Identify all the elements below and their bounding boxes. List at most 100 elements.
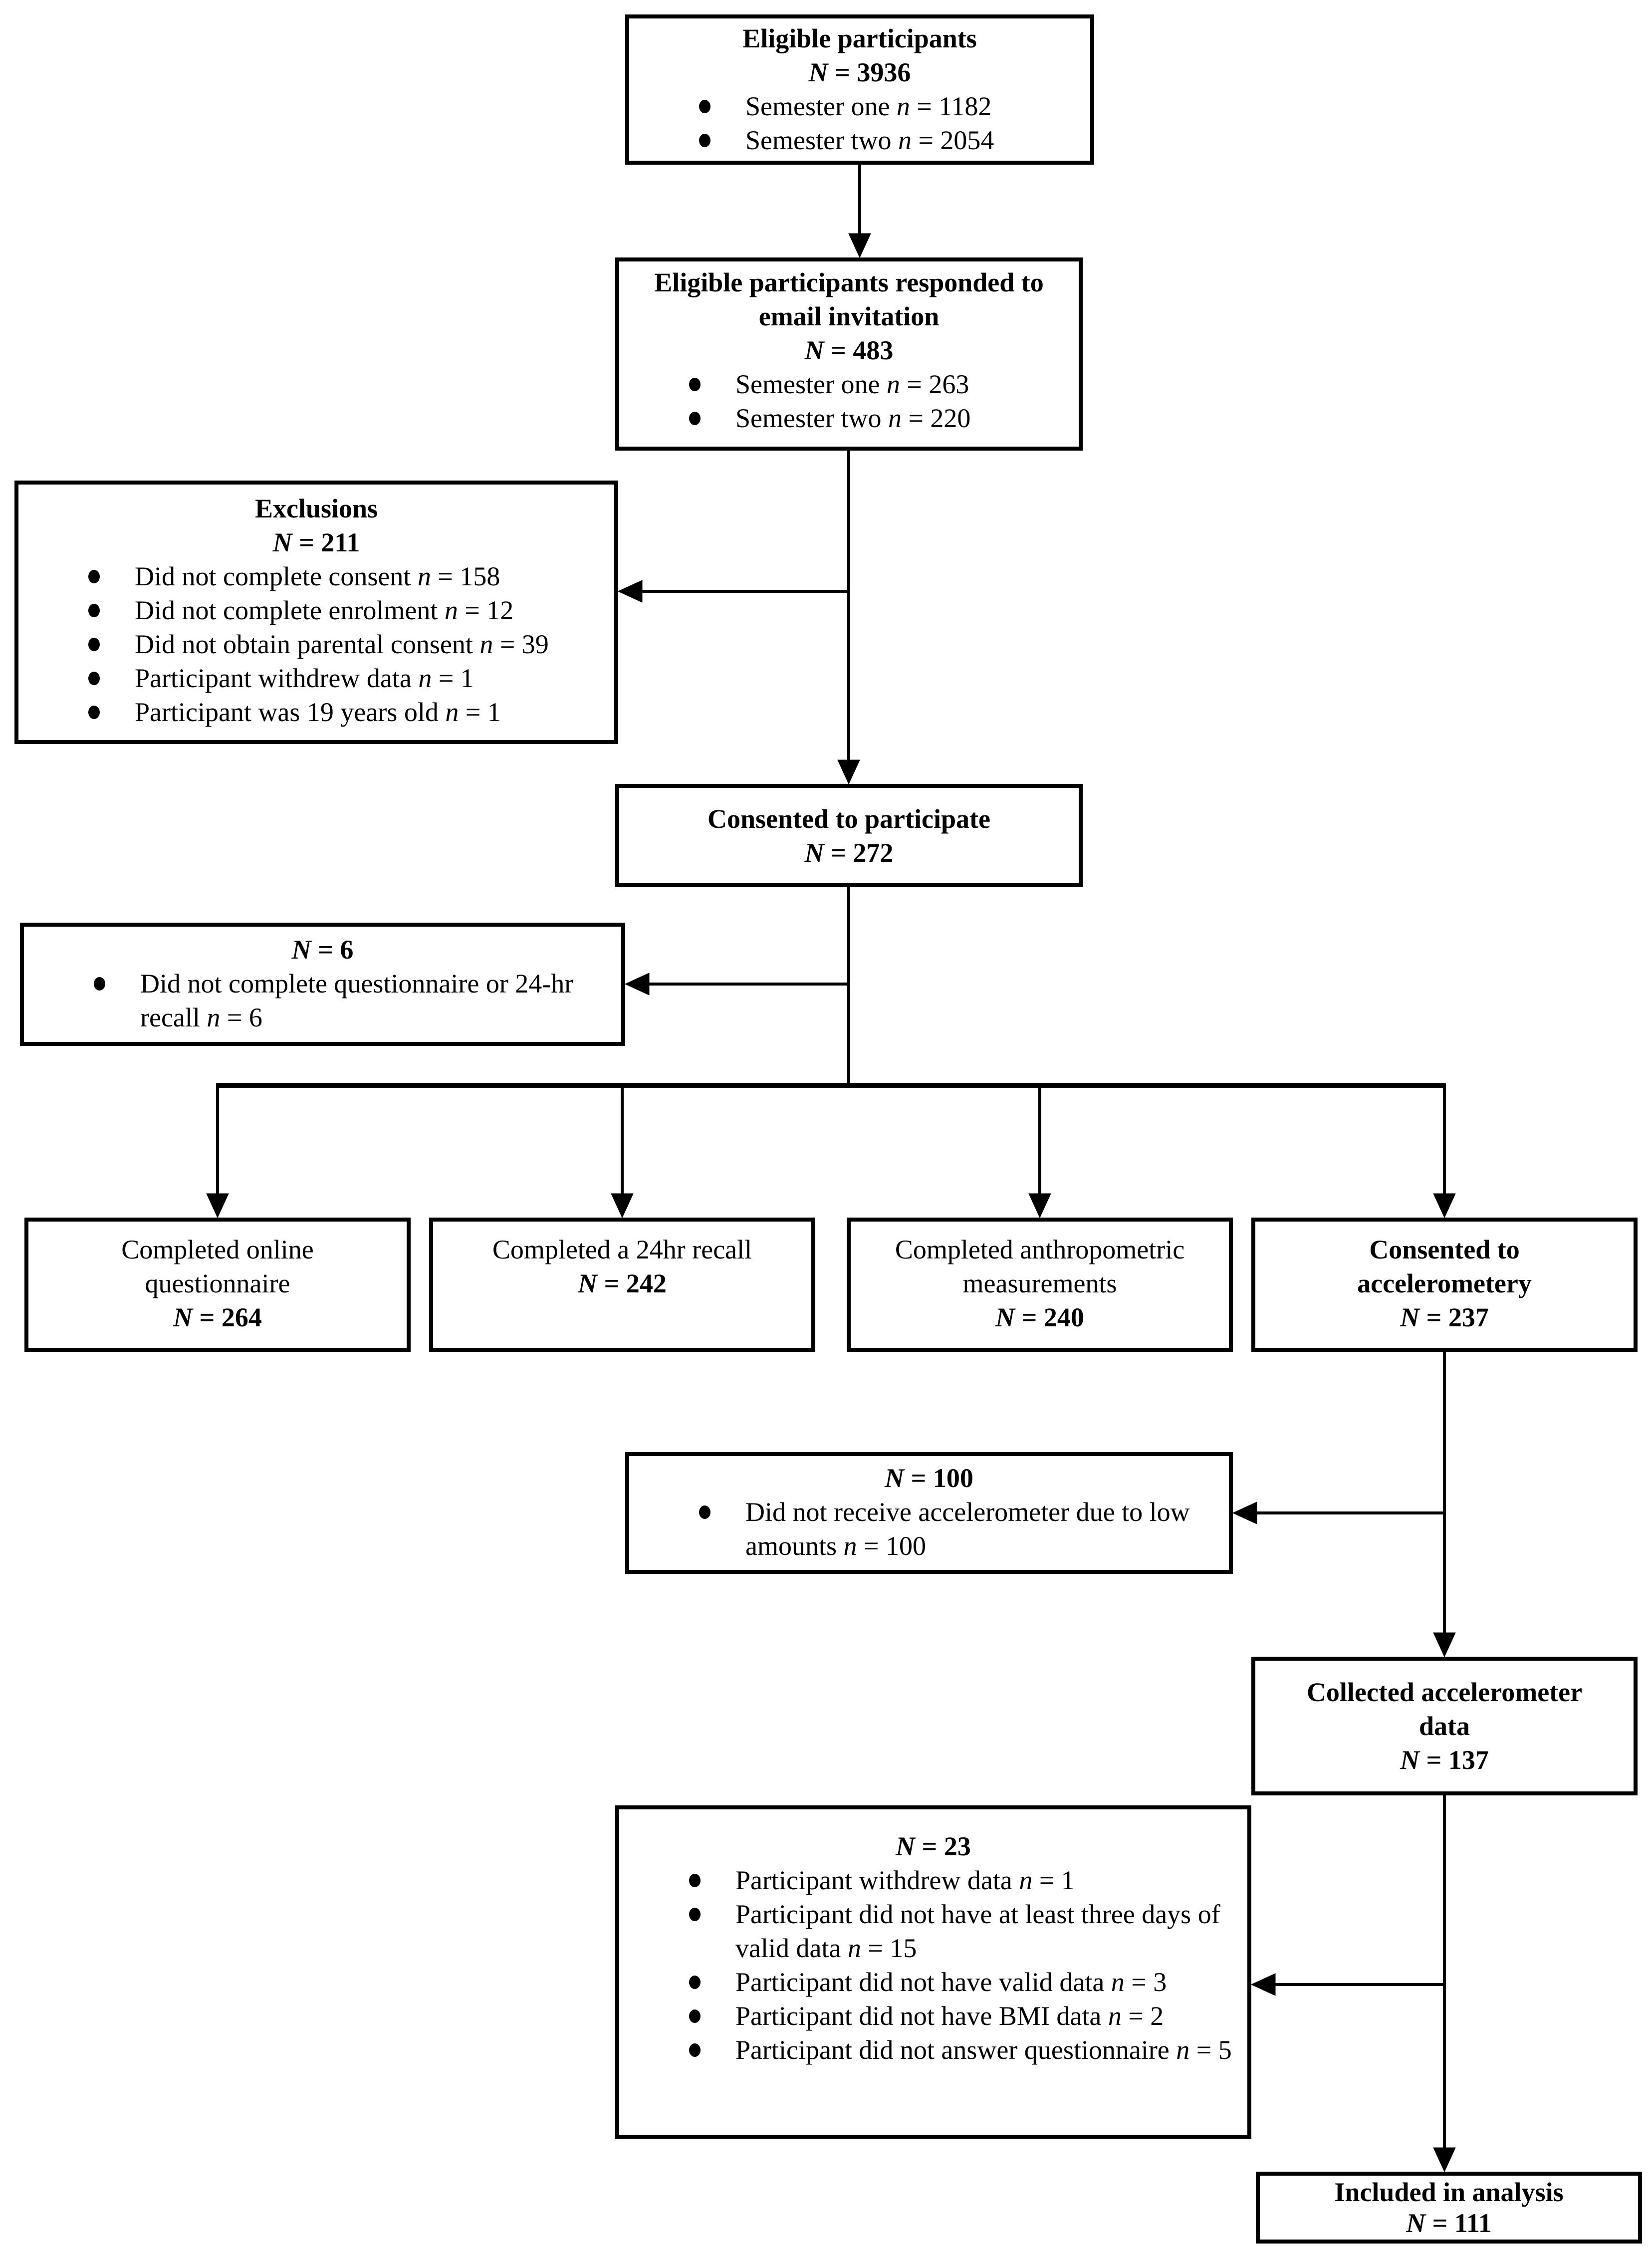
n-symbol: n <box>207 1002 221 1032</box>
arrowhead <box>848 233 871 258</box>
n-value: = 2054 <box>911 125 994 155</box>
bullet-dot <box>689 412 701 425</box>
arrowhead <box>624 973 650 996</box>
bullet-text-segment: Semester one <box>745 91 897 121</box>
bullet-item: Did not receive accelerometer due to low… <box>629 1495 1229 1563</box>
n-count: N = 111 <box>1260 2208 1638 2239</box>
bullet-text: Did not obtain parental consent n = 39 <box>135 627 549 661</box>
box-title: Collected accelerometer <box>1306 1677 1583 1707</box>
bullet-item: Semester two n = 2054 <box>629 123 1090 157</box>
box-eligible-participants: Eligible participants N = 3936 Semester … <box>625 14 1094 165</box>
bullet-dot <box>699 134 710 147</box>
box-consented-participate: Consented to participate N = 272 <box>615 784 1083 887</box>
n-symbol: N <box>1406 2208 1426 2238</box>
bullet-item: Participant did not have valid data n = … <box>619 1965 1247 1999</box>
n-symbol: n <box>479 629 493 659</box>
bullet-item: Semester two n = 220 <box>619 401 1079 435</box>
n-symbol: N <box>804 837 824 868</box>
box-completed-questionnaire: Completed online questionnaire N = 264 <box>24 1218 411 1352</box>
n-value: = 5 <box>1189 2035 1232 2065</box>
box-title: Completed online <box>121 1235 314 1264</box>
bullet-text-segment: Participant did not have BMI data <box>735 2001 1108 2031</box>
n-symbol: n <box>886 369 900 399</box>
n-symbol: n <box>1176 2035 1190 2065</box>
bullet-dot <box>689 378 701 391</box>
n-value: = 1182 <box>910 91 992 121</box>
box-title: Consented to <box>1369 1235 1520 1264</box>
bullet-text: Did not complete questionnaire or 24-hr … <box>140 967 601 1034</box>
n-symbol: n <box>1111 1967 1125 1997</box>
n-value: = 1 <box>459 697 501 727</box>
n-value: = 240 <box>1015 1302 1084 1332</box>
n-value: = 1 <box>432 663 474 693</box>
box-title: measurements <box>962 1268 1117 1298</box>
bullet-text: Did not complete enrolment n = 12 <box>135 593 513 627</box>
n-symbol: N <box>896 1831 916 1861</box>
bullet-text-segment: Did not complete consent <box>135 561 418 591</box>
arrow-to-no-accelerometer <box>1232 1501 1444 1524</box>
n-count: N = 237 <box>1255 1300 1634 1334</box>
bullet-dot <box>689 2043 701 2057</box>
n-count: N = 242 <box>433 1266 811 1300</box>
n-symbol: N <box>995 1302 1015 1332</box>
bullet-text: Semester two n = 2054 <box>745 123 994 157</box>
n-symbol: N <box>804 335 824 365</box>
n-value: = 137 <box>1419 1745 1489 1775</box>
bullet-dot <box>689 1908 701 1921</box>
arrow-to-recall <box>611 1083 634 1219</box>
n-count: N = 483 <box>619 333 1079 367</box>
box-not-completed-questionnaire: N = 6 Did not complete questionnaire or … <box>20 923 625 1046</box>
bullet-item: Participant did not answer questionnaire… <box>619 2033 1247 2067</box>
bullet-text: Semester one n = 263 <box>735 367 969 401</box>
box-title: email invitation <box>758 301 940 331</box>
arrowhead <box>1250 1973 1276 1996</box>
bullet-text-segment: Semester two <box>735 403 888 433</box>
n-symbol: n <box>888 403 902 433</box>
bullet-item: Participant withdrew data n = 1 <box>619 1863 1247 1897</box>
bullet-text-segment: Participant withdrew data <box>135 663 419 693</box>
box-title: Completed anthropometric <box>895 1235 1185 1264</box>
box-title: data <box>1418 1711 1470 1741</box>
arrow-eligible-to-responded <box>848 165 871 258</box>
n-symbol: n <box>843 1531 857 1561</box>
arrowhead <box>611 1193 634 1219</box>
n-value: = 211 <box>292 527 360 557</box>
bullet-text: Semester one n = 1182 <box>745 89 991 123</box>
bullet-text: Did not complete consent n = 158 <box>135 559 500 593</box>
bullet-text-segment: Semester one <box>735 369 887 399</box>
n-value: = 3 <box>1124 1967 1167 1997</box>
box-included-analysis: Included in analysis N = 111 <box>1256 2172 1642 2244</box>
n-count: N = 3936 <box>629 55 1090 89</box>
arrow-to-accelerometry <box>1433 1083 1456 1219</box>
box-exclusions: Exclusions N = 211 Did not complete cons… <box>14 481 618 744</box>
bullet-item: Did not obtain parental consent n = 39 <box>18 627 614 661</box>
bullet-dot <box>88 638 100 651</box>
n-symbol: n <box>445 697 459 727</box>
bullet-item: Did not complete consent n = 158 <box>18 559 614 593</box>
bullet-text-segment: Semester two <box>745 125 898 155</box>
box-title: Included in analysis <box>1334 2177 1564 2207</box>
n-value: = 263 <box>900 369 969 399</box>
n-value: = 220 <box>901 403 971 433</box>
arrow-to-accel-exclusions <box>1250 1973 1444 1996</box>
arrow-to-questionnaire <box>206 1083 229 1219</box>
arrow-collected-to-included <box>1433 1795 1456 2173</box>
n-count: N = 137 <box>1255 1743 1634 1777</box>
arrowhead <box>1433 2147 1456 2173</box>
n-value: = 100 <box>857 1531 926 1561</box>
n-value: = 158 <box>431 561 500 591</box>
box-collected-accelerometer: Collected accelerometer data N = 137 <box>1251 1657 1638 1795</box>
n-symbol: N <box>1400 1745 1420 1775</box>
bullet-text-segment: Participant did not have at least three … <box>735 1899 1220 1963</box>
box-title: questionnaire <box>145 1268 290 1298</box>
n-count: N = 264 <box>28 1300 407 1334</box>
arrow-responded-to-consented <box>837 451 860 785</box>
n-count: N = 6 <box>24 933 621 967</box>
n-symbol: n <box>898 125 912 155</box>
n-value: = 2 <box>1121 2001 1164 2031</box>
n-value: = 12 <box>458 595 514 625</box>
arrowhead <box>837 759 860 785</box>
n-symbol: n <box>1019 1865 1033 1895</box>
bullet-text: Participant did not answer questionnaire… <box>735 2033 1232 2067</box>
